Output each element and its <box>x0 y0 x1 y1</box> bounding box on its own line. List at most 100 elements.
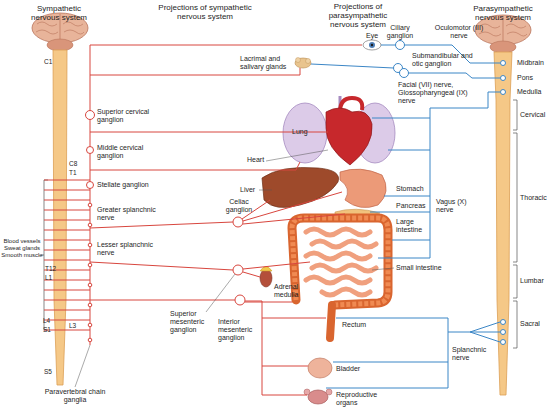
region-bracket <box>513 100 517 348</box>
parasympathetic-fiber <box>336 318 448 319</box>
brain-illustration <box>47 39 73 51</box>
large-intestine-illustration <box>292 218 388 305</box>
brain-illustration <box>36 22 84 34</box>
liver-illustration <box>262 167 339 207</box>
level-label: T12 <box>45 265 56 273</box>
organ-label: Heart <box>247 156 264 164</box>
liver-illustration <box>262 167 339 207</box>
region-label: Cervical <box>520 111 545 119</box>
parasympathetic-fiber <box>381 45 396 46</box>
ganglion <box>233 265 243 275</box>
sympathetic-fiber <box>243 262 310 269</box>
parasympathetic-fiber <box>448 322 500 342</box>
ganglion <box>235 295 245 305</box>
eye-illustration <box>363 40 381 50</box>
parasympathetic-fiber <box>311 64 394 68</box>
heart-illustration <box>326 108 372 165</box>
ganglion <box>88 223 92 227</box>
ganglion <box>88 263 92 267</box>
heart-illustration <box>326 98 372 165</box>
reproductive-illustration <box>304 389 310 395</box>
leader-line <box>266 150 328 161</box>
level-label: L4 <box>43 317 50 325</box>
ganglion <box>88 338 92 342</box>
organ-label: Eye <box>366 32 378 40</box>
ganglion <box>501 90 506 95</box>
leader-line <box>372 268 394 270</box>
ganglion <box>396 41 405 50</box>
sympathetic-fiber <box>243 192 342 221</box>
sympathetic-fiber <box>243 214 345 224</box>
stomach-illustration <box>340 169 386 207</box>
sympathetic-fiber <box>90 222 233 228</box>
organ-label: Lacrimal and salivary glands <box>240 55 298 71</box>
sympathetic-fiber <box>44 45 362 395</box>
gland-illustration <box>296 58 301 63</box>
ganglion-label: Superior mesenteric ganglion <box>170 310 208 335</box>
ganglion <box>86 111 95 120</box>
reproductive-illustration <box>308 390 328 404</box>
region-label: Medulla <box>517 88 542 96</box>
ganglion <box>501 76 506 81</box>
sympathetic-fiber <box>243 272 260 277</box>
large-intestine-illustration <box>292 218 388 305</box>
ganglion <box>87 182 94 189</box>
region-label: Thoracic <box>520 194 547 202</box>
large-intestine-illustration <box>292 218 388 305</box>
spinal-cord <box>494 52 512 395</box>
nerve-label: Lesser splanchnic nerve <box>97 241 156 257</box>
nerve-label: Oculomotor (III) nerve <box>428 24 490 40</box>
eye-illustration <box>371 44 373 46</box>
ganglion <box>501 340 506 345</box>
kidney-illustration <box>260 269 272 287</box>
organ-label: Small intestine <box>396 264 442 272</box>
heading: Projections of parasympathetic nervous s… <box>318 2 398 30</box>
ganglion <box>88 323 92 327</box>
sympathetic-fiber <box>90 262 233 270</box>
gland-illustration <box>295 58 311 69</box>
organ-label: Lung <box>292 128 308 136</box>
gland-illustration <box>306 59 311 64</box>
kidney-illustration <box>260 267 272 288</box>
region-label: Pons <box>517 74 533 82</box>
parasympathetic-fiber <box>378 258 430 259</box>
parasympathetic-fiber <box>311 45 500 388</box>
organ-label: Rectum <box>342 321 366 329</box>
level-label: T1 <box>69 169 77 177</box>
sympathetic-fiber <box>245 302 292 303</box>
parasympathetic-fiber <box>333 362 448 363</box>
eye-illustration <box>369 42 375 48</box>
ganglion-label: Stellate ganglion <box>97 181 167 189</box>
heading: Sympathetic nervous system <box>28 4 90 22</box>
spinal-cord <box>53 50 512 395</box>
brain-illustration <box>479 24 527 36</box>
level-label: L3 <box>69 322 76 330</box>
sympathetic-fiber <box>90 45 362 46</box>
reproductive-illustration <box>304 389 332 404</box>
ganglion <box>87 147 94 154</box>
level-label: C1 <box>44 58 52 66</box>
ganglion <box>394 41 506 345</box>
ganglion <box>501 320 506 325</box>
ganglion <box>400 69 409 78</box>
ganglion-label: Celiac ganglion <box>222 198 256 214</box>
parasympathetic-fiber <box>388 150 430 151</box>
chain-label: Paravertebral chain ganglia <box>42 388 108 404</box>
level-label: L1 <box>45 274 52 282</box>
ganglion <box>88 303 92 307</box>
level-label: S1 <box>43 326 51 334</box>
organ-label: Reproductive organs <box>336 391 390 407</box>
nerve-label: Splanchnic nerve <box>452 346 494 362</box>
sympathetic-fiber <box>262 318 326 319</box>
ganglion-label: Submandibular and otic ganglion <box>412 52 476 68</box>
nerve-label: Facial (VII) nerve, Glossopharyngeal (IX… <box>398 81 470 106</box>
spinal-cord <box>53 50 67 385</box>
region-label: Midbrain <box>517 59 544 67</box>
organ-label: Pancreas <box>396 202 426 210</box>
ganglion <box>233 217 243 227</box>
ganglion <box>86 111 246 342</box>
parasympathetic-fiber <box>392 240 430 241</box>
parasympathetic-fiber <box>370 212 430 213</box>
organ-label: Adrenal medulla <box>274 283 308 299</box>
eye-illustration <box>363 40 381 50</box>
